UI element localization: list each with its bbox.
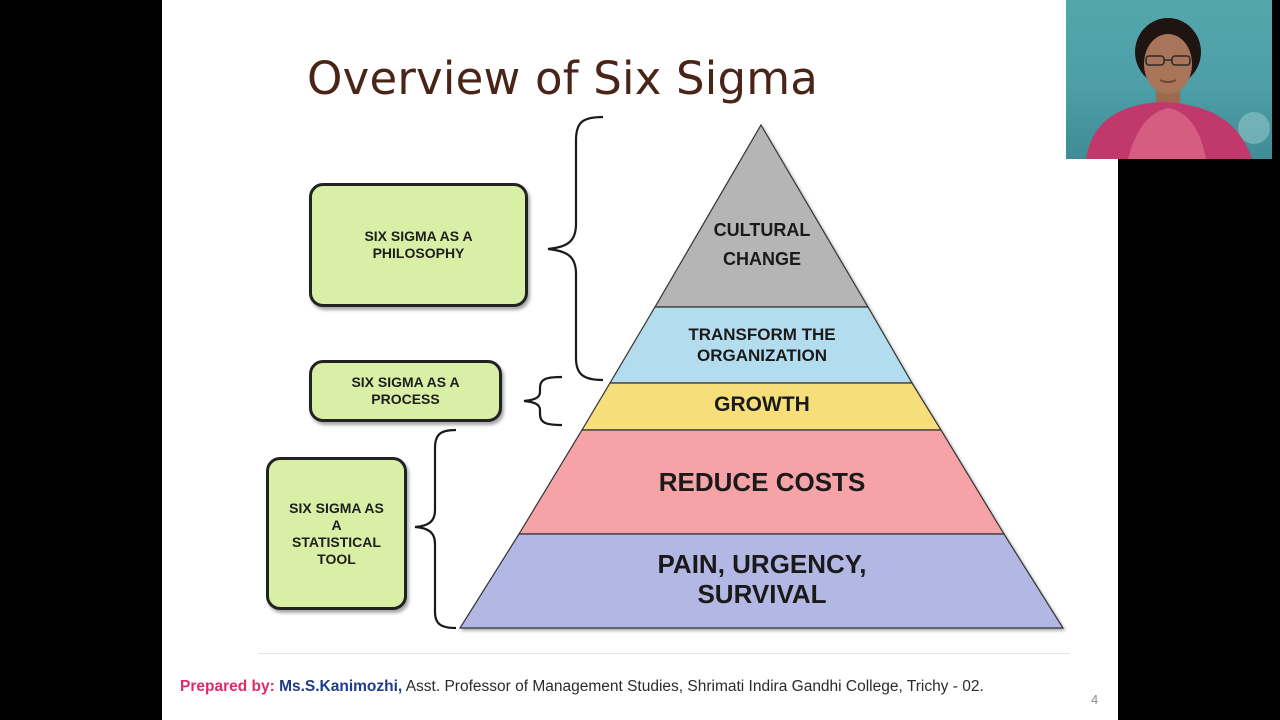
layer-label-growth: GROWTH bbox=[714, 393, 810, 416]
pyramid-diagram bbox=[414, 115, 1065, 630]
layer-label-transform: TRANSFORM THE ORGANIZATION bbox=[688, 325, 836, 365]
layer-label-reduce-costs: REDUCE COSTS bbox=[658, 466, 866, 497]
presenter-video bbox=[1066, 0, 1272, 159]
presenter-person-icon bbox=[1086, 18, 1270, 159]
box-process: SIX SIGMA AS A PROCESS bbox=[309, 360, 502, 422]
slide-title: Overview of Six Sigma bbox=[307, 52, 819, 105]
box-statistical-tool: SIX SIGMA AS A STATISTICAL TOOL bbox=[266, 457, 407, 610]
page-number: 4 bbox=[1091, 692, 1099, 707]
brace-statistical bbox=[414, 428, 457, 630]
prepared-by-label: Prepared by: bbox=[180, 678, 275, 695]
footer-divider bbox=[258, 653, 1070, 654]
layer-label-pain: PAIN, URGENCY, SURVIVAL bbox=[657, 549, 867, 609]
pyramid-layer-pain bbox=[458, 533, 1065, 629]
footer: Prepared by: Ms.S.Kanimozhi, Asst. Profe… bbox=[180, 678, 1080, 696]
author-name: Ms.S.Kanimozhi, bbox=[279, 678, 403, 695]
author-details: Asst. Professor of Management Studies, S… bbox=[405, 678, 984, 695]
box-philosophy: SIX SIGMA AS A PHILOSOPHY bbox=[309, 183, 528, 307]
brace-philosophy bbox=[547, 115, 604, 382]
slide: Overview of Six Sigma CULTURAL CHANGE TR… bbox=[162, 0, 1118, 720]
brace-process bbox=[523, 375, 563, 427]
layer-label-cultural-change: CULTURAL CHANGE bbox=[713, 220, 811, 269]
